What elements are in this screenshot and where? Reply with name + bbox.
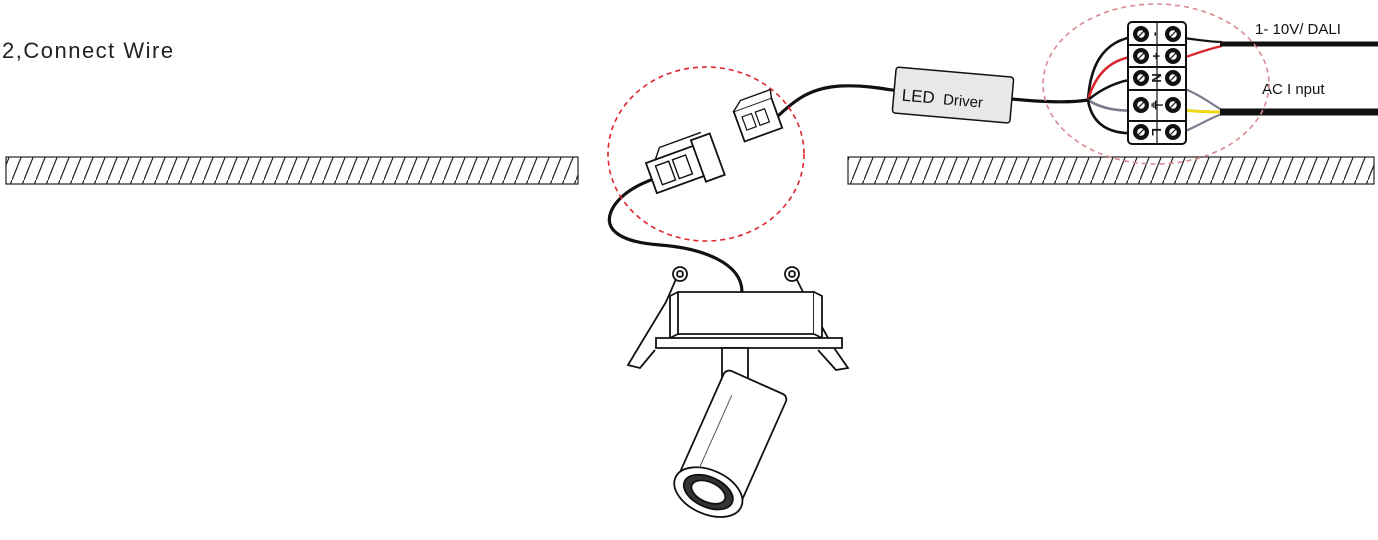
connector-male-icon	[732, 88, 784, 143]
ceiling-panel-right	[847, 156, 1375, 185]
terminal-screw-slot	[1169, 74, 1177, 82]
led-driver-label-suffix: Driver	[942, 91, 983, 111]
terminal-screw-slot	[1137, 52, 1145, 60]
led-driver: LED Driver	[891, 66, 1015, 124]
fixture-cable	[607, 174, 744, 293]
dim-wires	[1182, 36, 1378, 60]
terminal-block-icon: - + N ⏚ L	[1127, 21, 1187, 145]
downlight-fixture-icon	[626, 266, 850, 518]
terminal-screw-slot	[1137, 128, 1145, 136]
ceiling-panel-left	[5, 156, 579, 185]
driver-input-cable	[1011, 97, 1089, 104]
terminal-mark-label: L	[1149, 128, 1164, 136]
connector-female-icon	[644, 131, 726, 195]
ac-wires	[1182, 86, 1378, 134]
connector-callout	[607, 66, 805, 242]
terminal-mark-label: ⏚	[1149, 98, 1164, 111]
terminal-mark-label: -	[1149, 32, 1164, 36]
diagram-title: 2,Connect Wire	[2, 38, 175, 63]
driver-output-cable	[776, 84, 899, 118]
svg-text:LED Driver: LED Driver	[901, 86, 984, 112]
terminal-screw-slot	[1169, 128, 1177, 136]
terminal-screw-slot	[1169, 101, 1177, 109]
terminal-screw-slot	[1137, 101, 1145, 109]
terminal-screw-slot	[1137, 74, 1145, 82]
ac-input-label: AC I nput	[1262, 81, 1325, 98]
dim-input-label: 1- 10V/ DALI	[1255, 21, 1341, 38]
terminal-screw-slot	[1169, 52, 1177, 60]
terminal-callout	[1042, 3, 1270, 165]
led-driver-label-prefix: LED	[901, 86, 936, 108]
terminal-mark-label: +	[1149, 52, 1164, 60]
terminal-screw-slot	[1169, 30, 1177, 38]
terminal-screw-slot	[1137, 30, 1145, 38]
terminal-mark-label: N	[1149, 73, 1164, 82]
